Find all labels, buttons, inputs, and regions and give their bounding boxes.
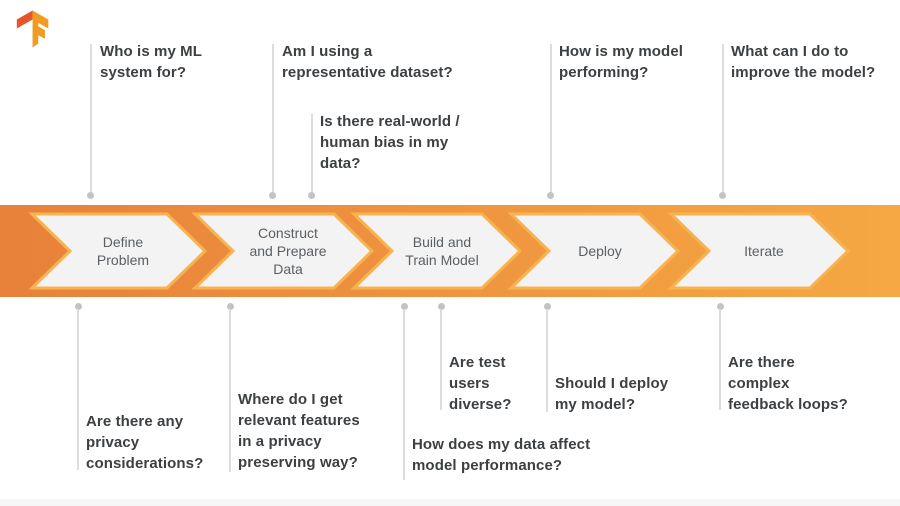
connector-line-bottom-3: [403, 309, 405, 480]
stage-label-construct-prepare-data: Construct and Prepare Data: [249, 225, 327, 277]
question-test-users-diverse: Are test users diverse?: [449, 354, 512, 413]
question-should-i-deploy: Should I deploy my model?: [555, 375, 669, 413]
connector-dot-top-1: [87, 192, 94, 199]
tensorflow-logo: [16, 10, 49, 48]
question-complex-feedback-loops: Are there complex feedback loops?: [728, 354, 848, 413]
connector-line-top-3: [311, 114, 313, 194]
stage-label-iterate: Iterate: [744, 243, 784, 259]
process-banner-graphic: [0, 205, 900, 297]
connector-line-top-2: [272, 44, 274, 194]
chevron-iterate: [667, 212, 851, 290]
tensorflow-logo-right-body: [32, 10, 49, 48]
connector-dot-bottom-2: [227, 303, 234, 310]
connector-line-top-4: [550, 44, 552, 194]
connector-dot-bottom-5: [544, 303, 551, 310]
question-representative-dataset: Am I using a representative dataset?: [282, 43, 453, 81]
chevron-define-problem: [28, 212, 208, 290]
connector-dot-bottom-3: [401, 303, 408, 310]
process-banner: Define Problem Construct and Prepare Dat…: [0, 205, 900, 297]
connector-dot-top-5: [719, 192, 726, 199]
question-model-performing: How is my model performing?: [559, 43, 684, 81]
connector-line-bottom-1: [77, 309, 79, 470]
connector-line-bottom-4: [440, 309, 442, 410]
chevron-construct-prepare-data: [191, 212, 375, 290]
connector-line-bottom-6: [719, 309, 721, 410]
tensorflow-logo-left-arm: [16, 10, 33, 29]
connector-line-top-5: [722, 44, 724, 194]
bottom-edge-strip: [0, 499, 900, 506]
question-real-world-human-bias: Is there real-world / human bias in my d…: [320, 113, 460, 172]
connector-dot-bottom-4: [438, 303, 445, 310]
chevron-build-train-model: [350, 212, 523, 290]
connector-dot-top-4: [547, 192, 554, 199]
connector-line-bottom-2: [229, 309, 231, 472]
question-privacy-considerations: Are there any privacy considerations?: [86, 413, 204, 472]
question-privacy-preserving-features: Where do I get relevant features in a pr…: [238, 391, 360, 471]
stage-label-define-problem: Define Problem: [96, 234, 150, 268]
chevron-deploy: [507, 212, 681, 290]
connector-line-bottom-5: [546, 309, 548, 412]
connector-dot-top-3: [308, 192, 315, 199]
connector-dot-top-2: [269, 192, 276, 199]
question-who-is-ml-system-for: Who is my ML system for?: [100, 43, 203, 81]
connector-dot-bottom-1: [75, 303, 82, 310]
question-improve-model: What can I do to improve the model?: [731, 43, 876, 81]
question-data-affect-performance: How does my data affect model performanc…: [412, 436, 591, 474]
stage-label-deploy: Deploy: [578, 243, 622, 259]
connector-line-top-1: [90, 44, 92, 194]
stage-label-build-train-model: Build and Train Model: [405, 234, 479, 268]
connector-dot-bottom-6: [717, 303, 724, 310]
